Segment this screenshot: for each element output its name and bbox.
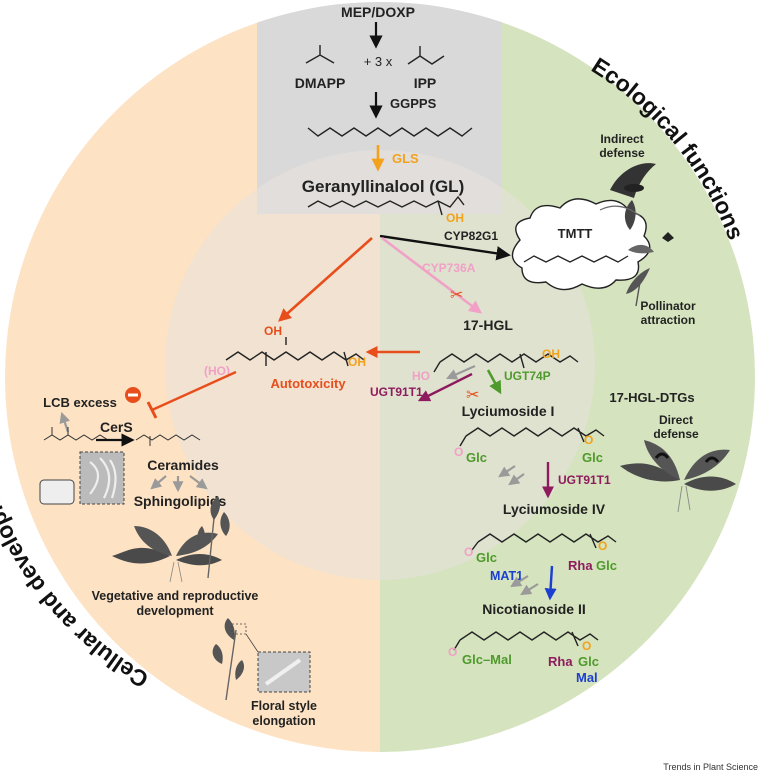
ipp-structure xyxy=(407,46,445,65)
mep-label: MEP/DOXP xyxy=(341,4,415,20)
cyp736a-arrow xyxy=(381,236,483,314)
ceramide-structure xyxy=(135,434,201,446)
nic2-o-right: O xyxy=(582,639,591,653)
cyp82g1-label: CYP82G1 xyxy=(444,229,498,243)
lyc4-o-right: O xyxy=(598,539,607,553)
autotoxic-oh-right: OH xyxy=(348,355,366,369)
tmtt-structure xyxy=(523,255,629,263)
lyc4-gray-arrow-2 xyxy=(520,583,539,596)
source-footer: Trends in Plant Science xyxy=(663,762,758,772)
ggpps-label: GGPPS xyxy=(390,96,437,111)
vegetative-plant-illustration xyxy=(112,496,230,583)
times-label: + 3 x xyxy=(364,54,393,69)
indirect-defense-illustration xyxy=(599,163,656,230)
lyc1-gray-arrow-1 xyxy=(498,465,516,478)
mat1-arrow xyxy=(544,565,557,601)
ugt91t1-label-2: UGT91T1 xyxy=(558,473,611,487)
tmtt-label: TMTT xyxy=(558,226,593,241)
autotoxicity-label: Autotoxicity xyxy=(270,376,346,391)
floral-style-illustration xyxy=(212,618,311,701)
nicotianoside2-structure xyxy=(453,631,599,651)
dmapp-label: DMAPP xyxy=(295,75,346,91)
nic2-glc-mal: Glc–Mal xyxy=(462,652,512,667)
nic2-o-left: O xyxy=(448,645,457,659)
lcb-structure xyxy=(43,427,109,441)
lyciumoside4-structure xyxy=(471,533,617,551)
inhibition-icon-minus xyxy=(128,393,138,397)
hgl17-ho-label: HO xyxy=(412,369,430,383)
dmapp-structure xyxy=(305,45,335,64)
lyc4-rha: Rha xyxy=(568,558,593,573)
lyciumoside4-label: Lyciumoside IV xyxy=(503,501,606,517)
autotoxic-ho-paren: (HO) xyxy=(204,364,230,378)
lyc4-glc-left: Glc xyxy=(476,550,497,565)
hgl17-label: 17-HGL xyxy=(463,317,513,333)
lyc1-gray-arrow-2 xyxy=(508,473,525,486)
gl-to-tmtt-arrow xyxy=(379,234,511,261)
gl-label: Geranyllinalool (GL) xyxy=(302,177,464,196)
nic2-glc-right: Glc xyxy=(578,654,599,669)
hgl17-oh-label: OH xyxy=(542,347,560,361)
direct-defense-illustration xyxy=(620,440,736,513)
lyc4-gray-arrow-1 xyxy=(510,575,529,588)
ugt74p-arrow xyxy=(486,369,502,395)
pollinator-illustration xyxy=(626,232,674,307)
ugt91t1-label-1: UGT91T1 xyxy=(370,385,423,399)
hgl17-structure xyxy=(433,353,579,373)
lyc4-glc-right: Glc xyxy=(596,558,617,573)
lyc4-o-left: O xyxy=(464,545,473,559)
ipp-label: IPP xyxy=(414,75,437,91)
lyc1-o-left: O xyxy=(454,445,463,459)
ggpp-structure xyxy=(307,127,473,137)
gls-label: GLS xyxy=(392,151,419,166)
lyc1-o-right: O xyxy=(584,433,593,447)
hgl-gray-arrow xyxy=(445,364,476,380)
scissors-icon-cyp736a: ✂ xyxy=(450,287,463,304)
sphingolipids-label: Sphingolipids xyxy=(134,493,227,509)
lyciumoside1-label: Lyciumoside I xyxy=(462,403,555,419)
gl-to-autotoxic-arrow xyxy=(278,237,373,322)
lcb-gray-arrow xyxy=(59,411,71,433)
ceramides-label: Ceramides xyxy=(147,457,219,473)
lcb-excess-label: LCB excess xyxy=(43,395,117,410)
cell-inset xyxy=(39,451,125,505)
ugt74p-label: UGT74P xyxy=(504,369,551,383)
nic2-mal: Mal xyxy=(576,670,598,685)
ugt91t1-arrow-1 xyxy=(417,372,473,402)
autotoxic-structure xyxy=(225,337,365,367)
lyc1-glc-right: Glc xyxy=(582,450,603,465)
cers-label: CerS xyxy=(100,419,133,435)
cer-gray-arrow-1 xyxy=(150,475,167,490)
hgl-dtgs-label: 17-HGL-DTGs xyxy=(609,390,694,405)
inhibition-line xyxy=(151,370,237,412)
autotoxic-oh-top: OH xyxy=(264,324,282,338)
gl-structure xyxy=(307,195,465,216)
gl-oh-label: OH xyxy=(446,211,464,225)
nicotianoside2-label: Nicotianoside II xyxy=(482,601,585,617)
lyc1-glc-left: Glc xyxy=(466,450,487,465)
cyp736a-label: CYP736A xyxy=(422,261,476,275)
lyciumoside1-structure xyxy=(459,427,605,447)
nic2-rha: Rha xyxy=(548,654,573,669)
inner-circle xyxy=(165,150,595,580)
inhibition-bar xyxy=(146,401,158,419)
cer-gray-arrow-3 xyxy=(189,475,208,490)
scissors-icon-ugt: ✂ xyxy=(466,387,479,404)
